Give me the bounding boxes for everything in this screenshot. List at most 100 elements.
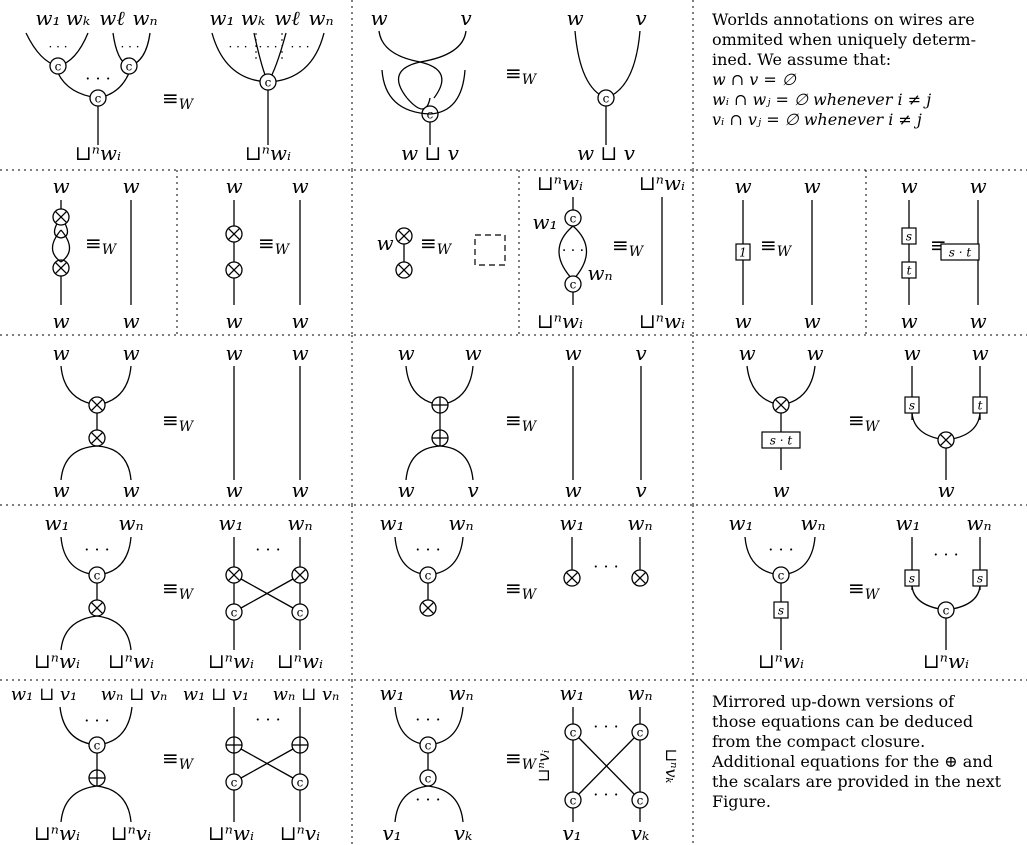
wire bbox=[397, 30, 467, 99]
wire-label: wₙ bbox=[448, 511, 473, 535]
wire-label: w bbox=[52, 174, 69, 198]
scalar-label: s bbox=[977, 572, 983, 586]
wire-label: wₙ ⊔ vₙ bbox=[101, 684, 168, 705]
wire-label: w bbox=[969, 174, 986, 198]
wire bbox=[227, 227, 241, 241]
wire-label: ⊔ⁿvᵢ bbox=[534, 750, 553, 782]
copy-node bbox=[120, 57, 138, 75]
wire-label: v₁ bbox=[562, 821, 581, 845]
ellipsis: · · · bbox=[593, 557, 618, 576]
copy-node-label: c bbox=[425, 739, 432, 753]
wire-label: w bbox=[806, 341, 823, 365]
wire-label: ⊔ⁿwᵢ bbox=[208, 649, 254, 673]
wire bbox=[421, 601, 435, 615]
note-line: w ∩ v = ∅ bbox=[712, 70, 796, 89]
wire-label: v bbox=[635, 341, 647, 365]
note-line: Worlds annotations on wires are bbox=[712, 10, 975, 29]
copy-node bbox=[291, 603, 309, 621]
wire-label: ⊔ⁿwᵢ bbox=[639, 171, 685, 195]
wire-label: w bbox=[291, 309, 308, 333]
ellipsis: · · · bbox=[290, 40, 309, 54]
note-line: those equations can be deduced bbox=[712, 712, 974, 731]
equivalence-symbol: ≡W bbox=[162, 86, 195, 113]
copy-node bbox=[631, 791, 649, 809]
ellipsis: · · · bbox=[562, 243, 584, 259]
wire bbox=[939, 433, 953, 447]
scalar-label: t bbox=[907, 264, 912, 278]
note-line: ommited when uniquely determ- bbox=[712, 30, 976, 49]
wire-label: w bbox=[803, 309, 820, 333]
wire-label: ⊔ⁿwᵢ bbox=[208, 821, 254, 845]
equivalence-symbol: ≡W bbox=[505, 408, 538, 435]
ellipsis: · · · bbox=[768, 540, 793, 559]
scalar-box bbox=[773, 601, 789, 619]
wire-label: ⊔ⁿvᵢ bbox=[111, 821, 151, 845]
wire-label: w₁ bbox=[218, 511, 243, 535]
copy-node-label: c bbox=[637, 726, 644, 740]
wire bbox=[96, 445, 132, 481]
wire-label: v₁ bbox=[382, 821, 401, 845]
equivalence-symbol: ≡W bbox=[258, 231, 291, 258]
wire-label: wₖ bbox=[241, 6, 265, 30]
wire bbox=[90, 398, 104, 412]
wire-label: w₁ bbox=[532, 210, 557, 234]
wire bbox=[60, 229, 71, 263]
scalar-label: s · t bbox=[770, 434, 793, 448]
wire-label: w bbox=[376, 231, 393, 255]
equivalence-symbol: ≡W bbox=[162, 408, 195, 435]
wire-label: wₙ bbox=[627, 681, 652, 705]
wire-label: w bbox=[900, 174, 917, 198]
wire bbox=[96, 785, 132, 823]
note-line: wᵢ ∩ wⱼ = ∅ whenever i ≠ j bbox=[712, 90, 932, 109]
wire-label: vₖ bbox=[454, 821, 473, 845]
copy-node-label: c bbox=[603, 92, 610, 106]
copy-node-label: c bbox=[297, 606, 304, 620]
wire-label: w bbox=[772, 478, 789, 502]
wire bbox=[381, 69, 431, 115]
wire bbox=[60, 785, 98, 823]
wire-label: w₁ bbox=[379, 511, 404, 535]
ellipsis: · · · bbox=[84, 711, 109, 730]
scalar-label: s bbox=[906, 230, 912, 244]
wire-label: ⊔ⁿwᵢ bbox=[277, 649, 323, 673]
equivalence-symbol: ≡W bbox=[162, 746, 195, 773]
scalar-label: s bbox=[909, 399, 915, 413]
wire-label: wₙ bbox=[118, 511, 143, 535]
wire-label: v bbox=[635, 6, 647, 30]
copy-node bbox=[564, 723, 582, 741]
scalar-box bbox=[901, 261, 917, 279]
ellipsis: · · · bbox=[415, 790, 440, 809]
copy-node-label: c bbox=[231, 776, 238, 790]
note-line: ined. We assume that: bbox=[712, 50, 892, 69]
copy-node-label: c bbox=[570, 726, 577, 740]
wire-label: wₙ bbox=[966, 511, 991, 535]
wire bbox=[397, 263, 411, 277]
wire-label: ⊔ⁿwᵢ bbox=[108, 649, 154, 673]
wire bbox=[405, 445, 441, 481]
scalar-label: s bbox=[778, 604, 784, 618]
wire-label: w₁ bbox=[209, 6, 234, 30]
scalar-box bbox=[761, 431, 801, 449]
wire-label: wₙ bbox=[800, 511, 825, 535]
copy-node-label: c bbox=[637, 794, 644, 808]
ellipsis: · · · bbox=[48, 40, 67, 54]
note-line: from the compact closure. bbox=[712, 732, 926, 751]
copy-node-label: c bbox=[570, 278, 577, 292]
wire bbox=[90, 431, 104, 445]
wire-label: v bbox=[467, 478, 479, 502]
wire-label: w bbox=[122, 478, 139, 502]
wire bbox=[572, 225, 587, 281]
wire bbox=[578, 737, 635, 795]
empty-diagram bbox=[474, 234, 506, 266]
copy-node bbox=[291, 773, 309, 791]
wire-label: w bbox=[397, 478, 414, 502]
wire bbox=[60, 445, 98, 481]
wire bbox=[565, 571, 579, 585]
wire bbox=[240, 748, 294, 779]
copy-node bbox=[49, 57, 67, 75]
wire bbox=[427, 785, 464, 823]
wire-label: w bbox=[464, 341, 481, 365]
ellipsis: · · · bbox=[593, 785, 618, 804]
equivalence-symbol: ≡W bbox=[505, 61, 538, 88]
wire-label: wℓ bbox=[274, 6, 300, 30]
